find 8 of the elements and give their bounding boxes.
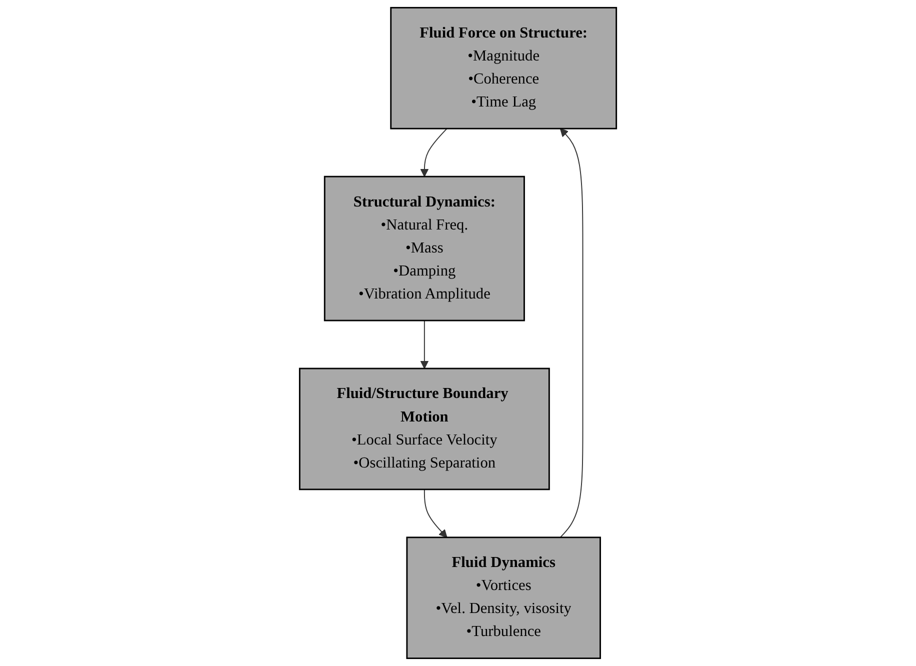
node-box: Fluid Dynamics •Vortices •Vel. Density, visosity •Turbulence: [406, 536, 601, 660]
node-box: Fluid Force on Structure: •Magnitude •Coherence •Time Lag: [390, 6, 618, 130]
arrow: [420, 128, 448, 177]
node-box: Structural Dynamics: •Natural Freq. •Mass •Damping •Vibration Amplitude: [324, 176, 525, 322]
node-box: Fluid/Structure Boundary Motion •Local Surface Velocity •Oscillating Separation: [298, 368, 550, 490]
arrow: [420, 320, 429, 369]
arrow: [424, 488, 448, 538]
arrow: [560, 128, 584, 538]
